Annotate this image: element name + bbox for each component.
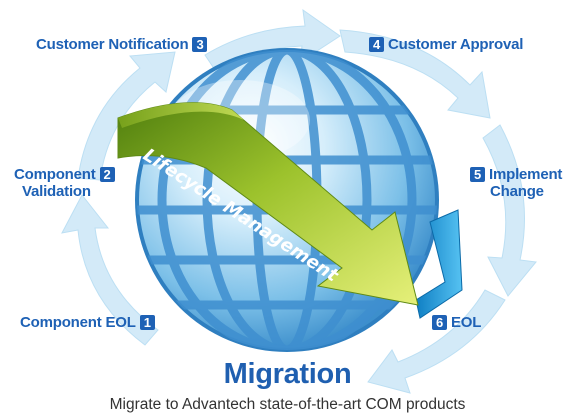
step-label: Component EOL bbox=[20, 314, 136, 331]
ring-segment-top-right bbox=[339, 29, 491, 119]
step-label-line2: Change bbox=[490, 183, 544, 200]
step-component-eol: Component EOL 1 bbox=[20, 314, 155, 331]
diagram-subtitle: Migrate to Advantech state-of-the-art CO… bbox=[109, 396, 466, 413]
step-label: EOL bbox=[451, 314, 482, 331]
ring-segment-bottom-right bbox=[367, 289, 506, 394]
step-implement-change: 5 Implement Change bbox=[470, 166, 562, 200]
step-number-badge: 1 bbox=[139, 315, 155, 330]
step-eol: 6 EOL bbox=[432, 314, 481, 331]
step-label-line1: Component bbox=[14, 166, 96, 183]
ring-segment-left-bottom bbox=[61, 194, 159, 346]
step-number-badge: 3 bbox=[192, 37, 208, 52]
step-label-line2: Validation bbox=[22, 183, 91, 200]
step-label-line1: Implement bbox=[489, 166, 563, 183]
ring-segment-right bbox=[482, 124, 537, 297]
step-customer-approval: 4 Customer Approval bbox=[369, 36, 523, 53]
ring-segment-left-top bbox=[77, 51, 176, 181]
diagram-title: Migration bbox=[223, 358, 352, 390]
step-customer-notification: Customer Notification 3 bbox=[36, 36, 208, 53]
step-number-badge: 4 bbox=[369, 37, 384, 52]
step-number-badge: 6 bbox=[432, 315, 447, 330]
step-label: Customer Approval bbox=[388, 36, 524, 53]
step-number-badge: 2 bbox=[99, 167, 115, 182]
step-component-validation: Component 2 Validation bbox=[14, 166, 115, 200]
step-number-badge: 5 bbox=[470, 167, 485, 182]
step-label: Customer Notification bbox=[36, 36, 189, 53]
eol-tab bbox=[415, 209, 463, 319]
